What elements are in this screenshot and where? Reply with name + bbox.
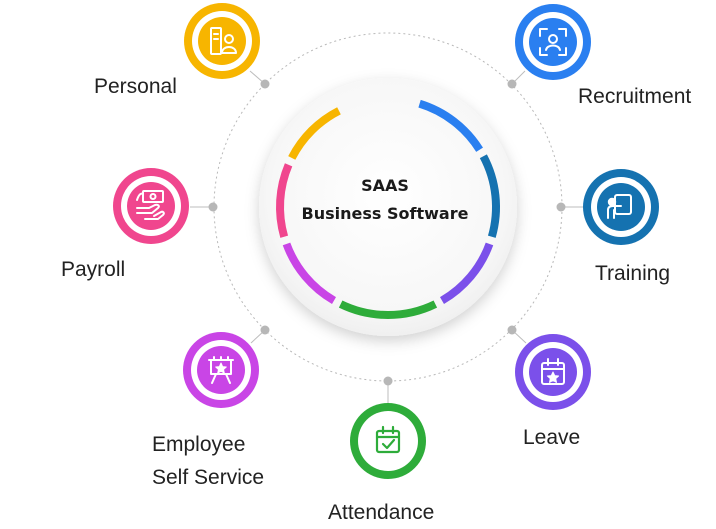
node-core-personal: [198, 17, 246, 65]
ring-segment-personal: [288, 107, 341, 160]
user-scan-icon: [539, 28, 567, 56]
ring-segment-recruitment: [418, 99, 483, 152]
connector-dot-ess: [260, 325, 270, 335]
node-core-attendance: [364, 417, 412, 465]
label-payroll: Payroll: [61, 258, 126, 281]
center-title-line1: SAAS: [361, 176, 409, 195]
ring-segment-payroll: [276, 163, 293, 238]
ring-segment-attendance: [338, 300, 438, 319]
connector-dot-attendance: [383, 376, 393, 386]
hub-ring-segments: [276, 99, 500, 319]
hub-disc: [259, 78, 517, 336]
label-leave: Leave: [523, 426, 581, 449]
connector-dot-payroll: [208, 202, 218, 212]
node-personal: [184, 3, 260, 79]
award-board-icon: [208, 356, 234, 384]
node-attendance: [350, 403, 426, 479]
money-exchange-icon: [136, 190, 165, 220]
ring-segment-training: [479, 154, 500, 238]
label-personal: Personal: [94, 75, 177, 98]
connector-lines: [190, 70, 584, 403]
calendar-star-icon: [541, 358, 565, 385]
label-employee: Employee: [152, 433, 246, 456]
ring-segment-ess: [282, 242, 337, 304]
center-title-line2: Business Software: [301, 204, 469, 223]
label-attendance: Attendance: [328, 501, 435, 524]
label-training: Training: [595, 262, 671, 285]
connector-dot-recruitment: [507, 79, 517, 89]
connector-dot-training: [556, 202, 566, 212]
calendar-check-icon: [375, 425, 401, 454]
label-self-service: Self Service: [152, 466, 265, 489]
id-badge-icon: [210, 27, 237, 55]
connector-dot-personal: [260, 79, 270, 89]
presenter-board-icon: [607, 194, 632, 219]
ring-segment-leave: [439, 242, 494, 304]
connector-dot-leave: [507, 325, 517, 335]
label-recruitment: Recruitment: [578, 85, 692, 108]
